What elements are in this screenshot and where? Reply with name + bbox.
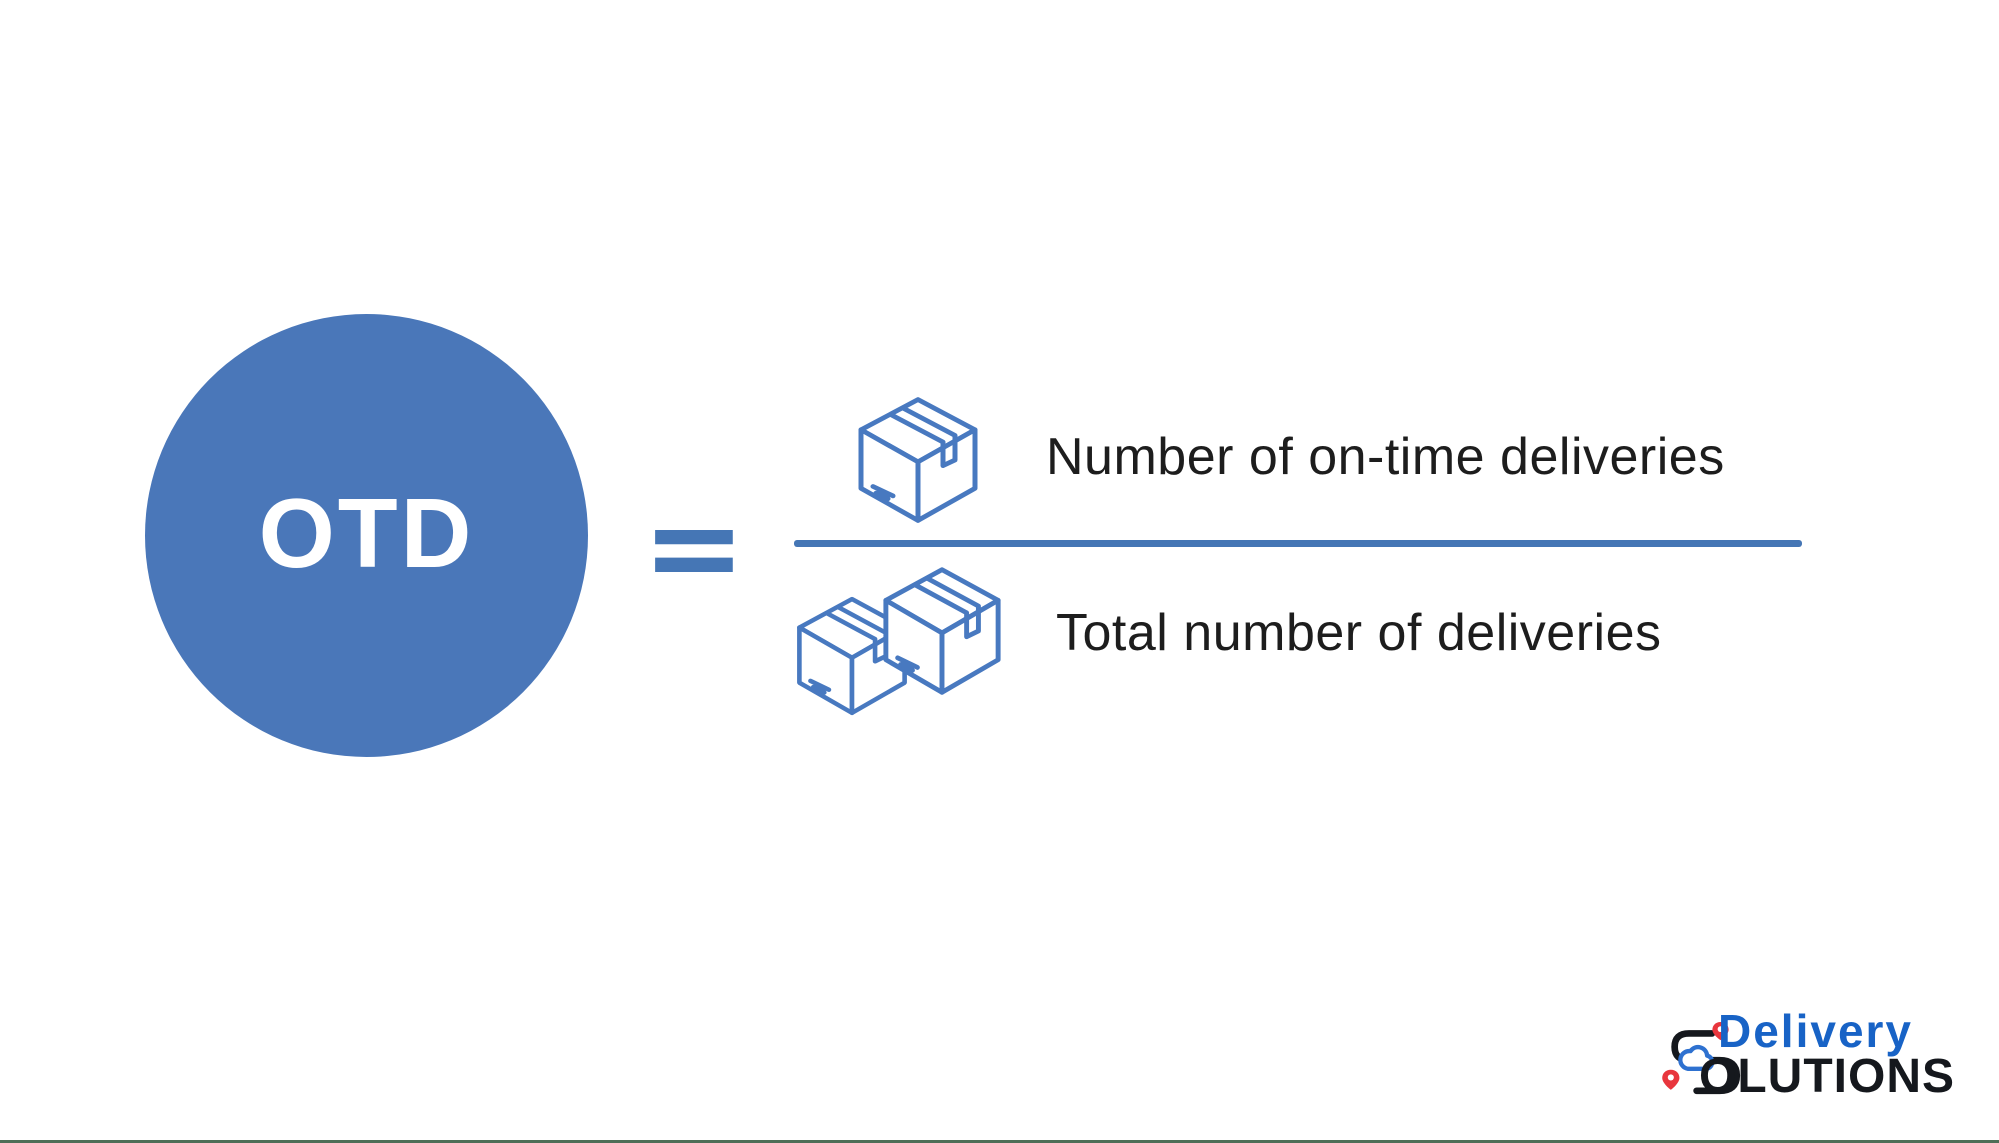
package-icon [853, 392, 983, 528]
packages-icon [792, 562, 1012, 728]
denominator-label: Total number of deliveries [1056, 604, 1662, 662]
otd-acronym: OTD [258, 478, 475, 588]
numerator-label: Number of on-time deliveries [1046, 428, 1725, 486]
brand-name-solutions: OLUTIONS [1699, 1050, 1955, 1103]
equals-sign: = [642, 476, 746, 620]
otd-circle: OTD [145, 314, 588, 757]
bottom-rule [0, 1140, 1999, 1143]
fraction-divider-line [794, 540, 1802, 547]
delivery-route-icon [1662, 1022, 1741, 1095]
cloud-icon [1678, 1044, 1715, 1071]
brand-name-delivery: Delivery [1718, 1005, 1914, 1057]
brand-logo: Delivery OLUTIONS [1662, 1008, 1972, 1108]
